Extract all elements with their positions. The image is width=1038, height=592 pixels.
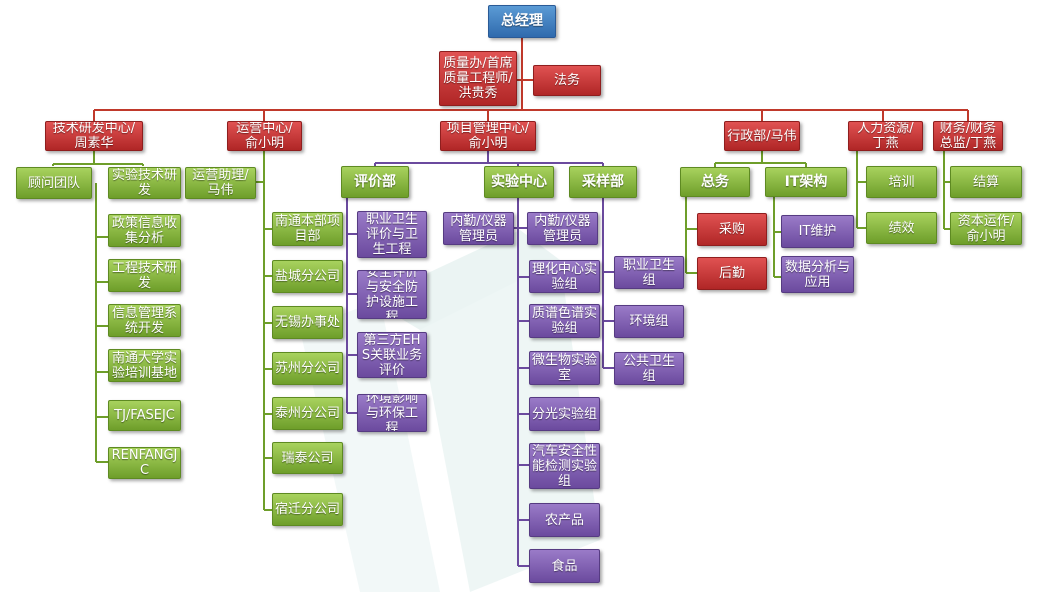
- quality-office-box[interactable]: 质量办/首席质量工程师/洪贵秀: [439, 51, 517, 106]
- pm-eval-title[interactable]: 评价部: [341, 166, 409, 198]
- sampling-item[interactable]: 公共卫生组: [614, 352, 684, 385]
- lab-left-staff[interactable]: 内勤/仪器管理员: [443, 212, 514, 245]
- lab-item[interactable]: 汽车安全性能检测实验组: [529, 443, 600, 489]
- eval-item[interactable]: 环境影响与环保工程: [357, 394, 427, 432]
- rd-item[interactable]: 实验技术研发: [108, 167, 181, 199]
- lab-item[interactable]: 质谱色谱实验组: [529, 304, 600, 338]
- lab-item[interactable]: 分光实验组: [529, 397, 600, 431]
- ops-assistant[interactable]: 运营助理/马伟: [185, 167, 256, 199]
- ops-item[interactable]: 泰州分公司: [272, 397, 343, 430]
- admin-general-item[interactable]: 采购: [697, 213, 767, 246]
- ops-item[interactable]: 无锡办事处: [272, 306, 343, 339]
- eval-item[interactable]: 第三方EHS关联业务评价: [357, 332, 427, 378]
- admin-it-item[interactable]: 数据分析与应用: [781, 256, 854, 293]
- sampling-item[interactable]: 环境组: [614, 305, 684, 338]
- lab-item[interactable]: 农产品: [529, 503, 600, 537]
- admin-general-item[interactable]: 后勤: [697, 257, 767, 290]
- lab-item[interactable]: 食品: [529, 549, 600, 583]
- rd-item[interactable]: 政策信息收集分析: [108, 214, 181, 247]
- ceo-box[interactable]: 总经理: [488, 5, 556, 38]
- lab-item[interactable]: 理化中心实验组: [529, 260, 600, 293]
- finance-item[interactable]: 结算: [950, 166, 1022, 198]
- finance-item[interactable]: 资本运作/俞小明: [950, 212, 1022, 245]
- pm-sampling-title[interactable]: 采样部: [569, 166, 637, 198]
- rd-item[interactable]: 工程技术研发: [108, 259, 181, 292]
- hr-item[interactable]: 绩效: [866, 212, 937, 244]
- pm-lab-title[interactable]: 实验中心: [484, 166, 554, 198]
- rd-item[interactable]: TJ/FASEJC: [108, 400, 181, 431]
- dept-hr[interactable]: 人力资源/丁燕: [848, 121, 923, 151]
- dept-finance[interactable]: 财务/财务总监/丁燕: [933, 121, 1003, 151]
- rd-item[interactable]: RENFANGJC: [108, 447, 181, 479]
- sampling-item[interactable]: 职业卫生组: [614, 256, 684, 289]
- eval-item[interactable]: 职业卫生评价与卫生工程: [357, 211, 427, 258]
- dept-admin[interactable]: 行政部/马伟: [724, 121, 800, 151]
- rd-item[interactable]: 信息管理系统开发: [108, 304, 181, 337]
- dept-pm[interactable]: 项目管理中心/俞小明: [440, 121, 536, 151]
- lab-item[interactable]: 微生物实验室: [529, 351, 600, 385]
- eval-item[interactable]: 安全评价与安全防护设施工程: [357, 270, 427, 319]
- rd-advisors[interactable]: 顾问团队: [16, 167, 92, 199]
- lab-item[interactable]: 内勤/仪器管理员: [527, 212, 598, 245]
- admin-general-title[interactable]: 总务: [680, 167, 750, 197]
- ops-item[interactable]: 盐城分公司: [272, 260, 343, 293]
- admin-it-item[interactable]: IT维护: [781, 215, 854, 248]
- dept-ops[interactable]: 运营中心/俞小明: [227, 121, 302, 151]
- ops-item[interactable]: 南通本部项目部: [272, 212, 343, 246]
- hr-item[interactable]: 培训: [866, 166, 937, 198]
- legal-box[interactable]: 法务: [533, 65, 601, 96]
- dept-rd[interactable]: 技术研发中心/周素华: [45, 121, 143, 151]
- ops-item[interactable]: 瑞泰公司: [272, 442, 343, 474]
- ops-item[interactable]: 苏州分公司: [272, 352, 343, 385]
- admin-it-title[interactable]: IT架构: [765, 167, 847, 197]
- ops-item[interactable]: 宿迁分公司: [272, 493, 343, 526]
- rd-item[interactable]: 南通大学实验培训基地: [108, 349, 181, 382]
